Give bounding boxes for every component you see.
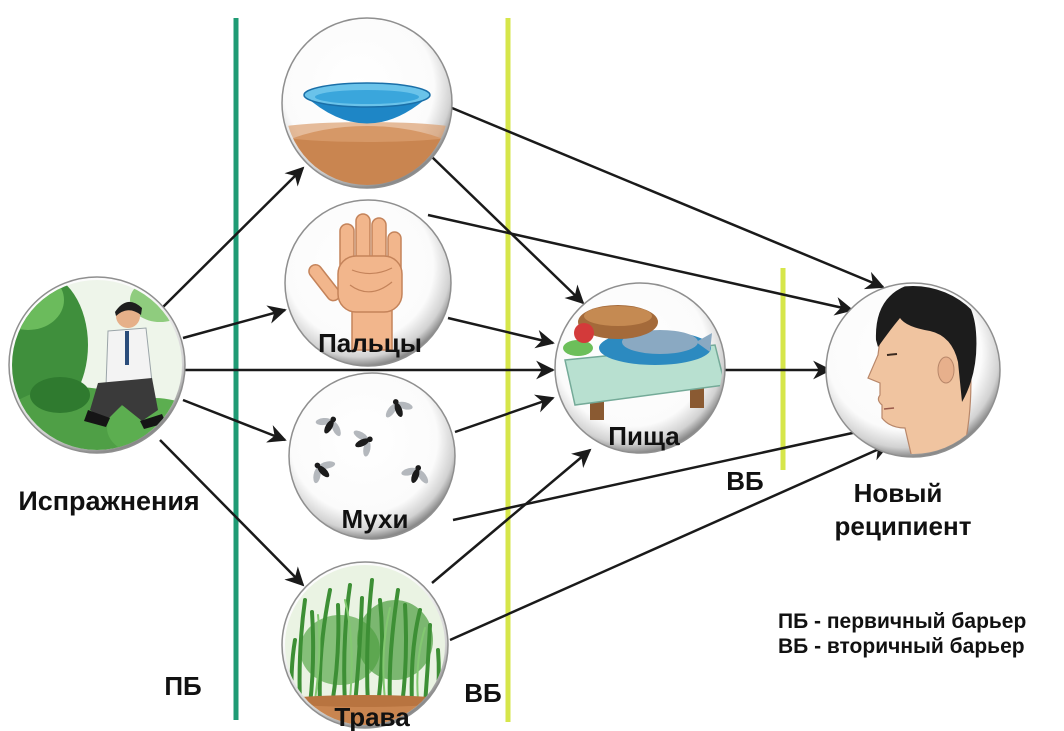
node-recipient: Новый реципиент xyxy=(826,282,1000,541)
food-label: Пища xyxy=(608,421,680,451)
node-grass: Трава xyxy=(280,562,450,731)
node-flies: Мухи xyxy=(289,373,455,539)
source-label: Испражнения xyxy=(18,486,199,516)
fingers-label: Пальцы xyxy=(318,328,422,358)
arrow-fingers-to-food xyxy=(448,318,553,343)
grass-label: Трава xyxy=(334,702,410,731)
arrow-grass-to-food xyxy=(432,450,590,583)
secondary-barrier-label: ВБ xyxy=(464,678,501,708)
legend-secondary: ВБ - вторичный барьер xyxy=(778,635,1025,658)
node-water xyxy=(252,18,482,230)
node-food: Пища xyxy=(555,283,725,453)
node-fingers: Пальцы xyxy=(285,200,451,366)
legend-primary: ПБ - первичный барьер xyxy=(778,610,1026,633)
flies-label: Мухи xyxy=(342,504,409,534)
secondary-barrier-label-right: ВБ xyxy=(726,466,763,496)
legend: ПБ - первичный барьер ВБ - вторичный бар… xyxy=(778,610,1026,658)
arrow-water-to-recipient xyxy=(452,108,883,287)
arrow-source-to-water xyxy=(160,168,303,310)
arrow-flies-to-food xyxy=(455,398,553,432)
node-source: Испражнения xyxy=(0,270,203,516)
arrows xyxy=(160,108,888,640)
recipient-label-line2: реципиент xyxy=(835,511,972,541)
recipient-label-line1: Новый xyxy=(854,478,943,508)
primary-barrier-label: ПБ xyxy=(164,671,201,701)
